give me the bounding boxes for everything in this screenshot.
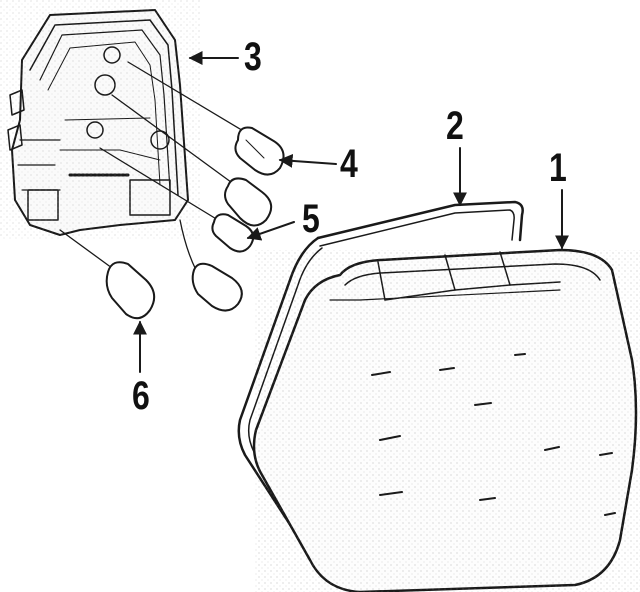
- callout-6: 6: [132, 374, 150, 418]
- socket-board: [0, 0, 200, 240]
- bulb-lower-right: [179, 219, 243, 312]
- leader-5: [246, 221, 295, 241]
- bulb-part-5: [99, 147, 255, 253]
- leader-lines: [133, 51, 569, 373]
- bulb-part-4-top: [127, 61, 285, 176]
- callout-2: 2: [446, 104, 464, 148]
- bulb-part-4-middle: [111, 94, 273, 227]
- lens-part-1: [252, 248, 640, 592]
- callout-5: 5: [302, 197, 320, 241]
- callout-3: 3: [244, 35, 262, 79]
- bulb-part-6: [59, 229, 156, 320]
- callout-4: 4: [340, 142, 358, 186]
- leader-4: [278, 153, 337, 168]
- callout-1: 1: [549, 146, 567, 190]
